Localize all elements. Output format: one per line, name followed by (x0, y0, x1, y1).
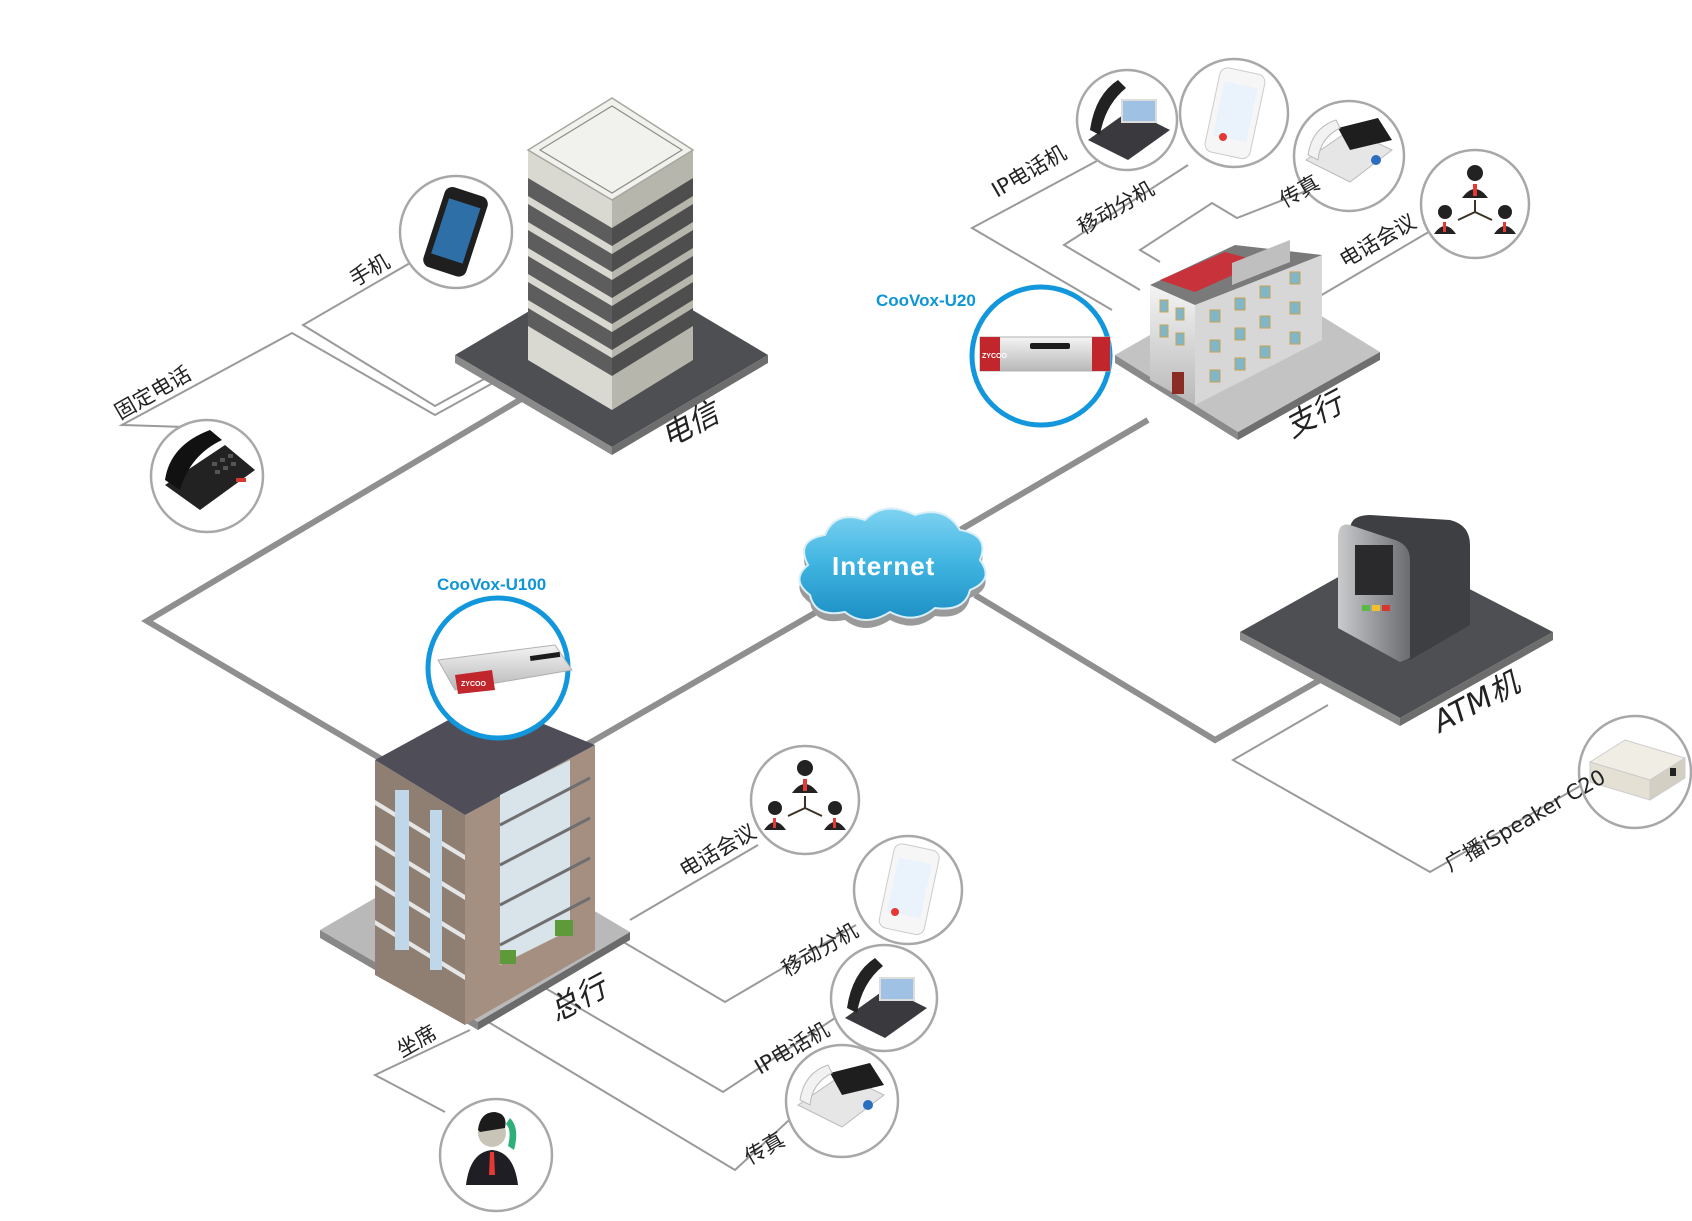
backbone-links (141, 395, 1322, 773)
link-branch-fax (1138, 190, 1307, 263)
link-telecom-hq (141, 395, 525, 773)
branch-building[interactable] (1115, 240, 1380, 440)
ispeaker-icon (1588, 739, 1687, 801)
device-brand: ZYCOO (982, 353, 1007, 360)
link-internet-atm (973, 592, 1322, 744)
ip-phone-icon (1088, 80, 1170, 160)
hq-mobile-endpoint[interactable] (852, 834, 964, 946)
hq-fax-endpoint[interactable] (784, 1043, 900, 1159)
hq-endpoint-label: 传真 (741, 1128, 789, 1170)
branch-mobile-endpoint[interactable] (1178, 57, 1290, 169)
hq-conference-endpoint[interactable] (749, 744, 861, 856)
atm-endpoint-label: 广播iSpeaker C20 (1441, 765, 1610, 876)
mobile-extension-icon (878, 843, 940, 936)
branch-pbx-device[interactable]: ZYCOO (969, 284, 1113, 428)
branch-conference-endpoint[interactable] (1419, 148, 1531, 260)
link-deskphone (118, 331, 521, 428)
link-hq-internet (558, 607, 822, 763)
device-brand: ZYCOO (461, 681, 486, 688)
branch-door (1172, 372, 1184, 394)
conference-icon (764, 760, 846, 830)
hq-building[interactable] (320, 700, 630, 1030)
link-branch-ipphone (969, 154, 1113, 311)
hq-device-model: CooVox-U100 (437, 575, 546, 594)
hq-ipphone-endpoint[interactable] (829, 943, 939, 1053)
link-hq-mobile (619, 924, 857, 1004)
fax-icon (1305, 118, 1393, 183)
branch-ipphone-endpoint[interactable] (1075, 68, 1179, 172)
internet-cloud[interactable]: Internet (798, 507, 987, 628)
link-hq-conf (629, 844, 759, 921)
hq-pbx-device[interactable]: ZYCOO (425, 595, 573, 741)
fax-icon (797, 1063, 885, 1128)
conference-icon (1434, 165, 1516, 234)
telecom-building[interactable] (455, 97, 768, 455)
branch-device-model: CooVox-U20 (876, 291, 976, 310)
atm-machine[interactable] (1240, 515, 1553, 726)
branch-endpoint-label: 移动分机 (1074, 177, 1159, 240)
mobile-phone-endpoint[interactable] (398, 174, 514, 290)
endpoint-links (118, 154, 1588, 1172)
link-internet-branch (958, 417, 1150, 533)
mobile-extension-icon (1204, 67, 1266, 160)
link-hq-fax (484, 1019, 801, 1172)
link-ispeaker (1230, 704, 1588, 874)
mobile-phone-icon (423, 187, 488, 277)
branch-endpoint-label: IP电话机 (988, 141, 1071, 203)
link-mobile (301, 262, 516, 408)
link-hq-agent (372, 1029, 471, 1113)
desk-phone-icon (165, 430, 255, 510)
ip-phone-icon (845, 958, 927, 1038)
hq-agent-endpoint[interactable] (438, 1097, 554, 1213)
internet-label: Internet (832, 551, 935, 581)
link-branch-mobile (1062, 164, 1189, 291)
ispeaker-endpoint[interactable] (1577, 714, 1692, 830)
telecom-endpoint-label: 手机 (346, 250, 394, 292)
desk-phone-endpoint[interactable] (149, 418, 265, 534)
link-hq-ipphone (539, 984, 836, 1094)
branch-fax-endpoint[interactable] (1292, 99, 1406, 213)
agent-icon (466, 1112, 518, 1185)
